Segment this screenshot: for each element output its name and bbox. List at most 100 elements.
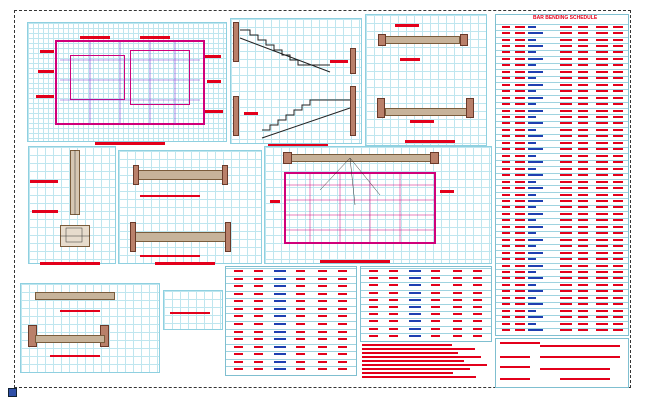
title-block-field bbox=[500, 342, 540, 344]
schedule-cell-mark bbox=[596, 154, 608, 157]
schedule-row bbox=[496, 275, 628, 277]
schedule-row bbox=[496, 217, 628, 219]
schedule-cell-mark bbox=[502, 225, 510, 228]
schedule-cell-mark bbox=[515, 206, 525, 209]
schedule-cell-mark bbox=[528, 322, 536, 325]
schedule-cell-mark bbox=[515, 199, 525, 202]
table-cell-mark bbox=[318, 323, 327, 325]
table-cell-mark bbox=[274, 338, 286, 341]
beam-support-column bbox=[377, 98, 385, 118]
schedule-cell-mark bbox=[578, 316, 588, 319]
schedule-cell-mark bbox=[560, 283, 572, 286]
schedule-row bbox=[496, 49, 628, 51]
table-cell-mark bbox=[318, 270, 327, 272]
table-cell-mark bbox=[473, 306, 482, 308]
table-cell-mark bbox=[369, 291, 378, 294]
schedule-cell-mark bbox=[578, 25, 588, 28]
table-cell-mark bbox=[318, 300, 327, 303]
schedule-cell-mark bbox=[560, 77, 572, 80]
table-row bbox=[361, 311, 491, 313]
schedule-cell-mark bbox=[528, 25, 536, 28]
table-cell-mark bbox=[338, 270, 347, 272]
table-cell-mark bbox=[318, 277, 327, 280]
schedule-cell-mark bbox=[596, 161, 608, 164]
table-row bbox=[361, 289, 491, 291]
schedule-cell-mark bbox=[613, 296, 623, 299]
schedule-cell-mark bbox=[596, 206, 608, 209]
schedule-cell-mark bbox=[528, 32, 543, 35]
schedule-cell-mark bbox=[596, 187, 608, 190]
title-block-field bbox=[540, 368, 610, 370]
table-cell-mark bbox=[318, 368, 327, 371]
schedule-cell-mark bbox=[613, 245, 623, 248]
schedule-cell-mark bbox=[560, 167, 572, 170]
schedule-row bbox=[496, 308, 628, 310]
schedule-cell-mark bbox=[515, 25, 525, 28]
schedule-cell-mark bbox=[502, 322, 510, 325]
schedule-cell-mark bbox=[502, 57, 510, 60]
table-row bbox=[226, 336, 356, 338]
schedule-cell-mark bbox=[596, 238, 608, 241]
table-cell-mark bbox=[274, 285, 286, 288]
schedule-cell-mark bbox=[502, 232, 510, 235]
table-cell-mark bbox=[234, 323, 243, 325]
table-cell-mark bbox=[389, 313, 398, 316]
schedule-cell-mark bbox=[502, 309, 510, 312]
table-cell-mark bbox=[234, 285, 243, 288]
schedule-cell-mark bbox=[515, 245, 525, 248]
schedule-row bbox=[496, 237, 628, 239]
schedule-cell-mark bbox=[578, 193, 588, 196]
schedule-cell-mark bbox=[613, 212, 623, 215]
table-cell-mark bbox=[254, 277, 263, 280]
schedule-cell-mark bbox=[613, 141, 623, 144]
schedule-cell-mark bbox=[502, 277, 510, 280]
schedule-cell-mark bbox=[596, 103, 608, 106]
note-line bbox=[362, 352, 458, 354]
schedule-cell-mark bbox=[578, 141, 588, 144]
schedule-cell-mark bbox=[515, 83, 525, 86]
table-cell-mark bbox=[453, 277, 462, 280]
schedule-cell-mark bbox=[528, 290, 543, 293]
schedule-row bbox=[496, 56, 628, 58]
note-line bbox=[362, 348, 475, 350]
staircase-section-panel bbox=[230, 18, 362, 144]
schedule-cell-mark bbox=[596, 322, 608, 325]
table-cell-mark bbox=[473, 334, 482, 337]
schedule-cell-mark bbox=[560, 303, 572, 306]
schedule-cell-mark bbox=[560, 25, 572, 28]
schedule-cell-mark bbox=[578, 77, 588, 80]
schedule-cell-mark bbox=[515, 32, 525, 35]
table-row bbox=[226, 298, 356, 300]
schedule-cell-mark bbox=[613, 193, 623, 196]
schedule-cell-mark bbox=[613, 167, 623, 170]
table-cell-mark bbox=[318, 307, 327, 310]
schedule-cell-mark bbox=[596, 109, 608, 112]
schedule-cell-mark bbox=[613, 199, 623, 202]
schedule-cell-mark bbox=[528, 161, 543, 164]
table-cell-mark bbox=[409, 270, 421, 272]
stair-wall-column bbox=[233, 22, 239, 62]
table-cell-mark bbox=[274, 360, 286, 363]
table-cell-mark bbox=[318, 338, 327, 341]
schedule-row bbox=[496, 146, 628, 148]
table-cell-mark bbox=[234, 345, 243, 348]
table-cell-mark bbox=[274, 315, 286, 318]
plan-rebar-room bbox=[130, 50, 190, 105]
schedule-cell-mark bbox=[613, 38, 623, 41]
schedule-cell-mark bbox=[596, 116, 608, 119]
schedule-cell-mark bbox=[560, 174, 572, 177]
schedule-cell-mark bbox=[515, 251, 525, 254]
schedule-cell-mark bbox=[502, 258, 510, 261]
table-cell-mark bbox=[318, 315, 327, 318]
schedule-cell-mark bbox=[596, 32, 608, 35]
table-row bbox=[361, 318, 491, 320]
schedule-cell-mark bbox=[528, 180, 536, 183]
schedule-cell-mark bbox=[502, 199, 510, 202]
schedule-cell-mark bbox=[502, 128, 510, 131]
schedule-cell-mark bbox=[613, 290, 623, 293]
schedule-cell-mark bbox=[578, 96, 588, 99]
table-cell-mark bbox=[338, 307, 347, 310]
table-cell-mark bbox=[473, 284, 482, 287]
schedule-cell-mark bbox=[515, 187, 525, 190]
